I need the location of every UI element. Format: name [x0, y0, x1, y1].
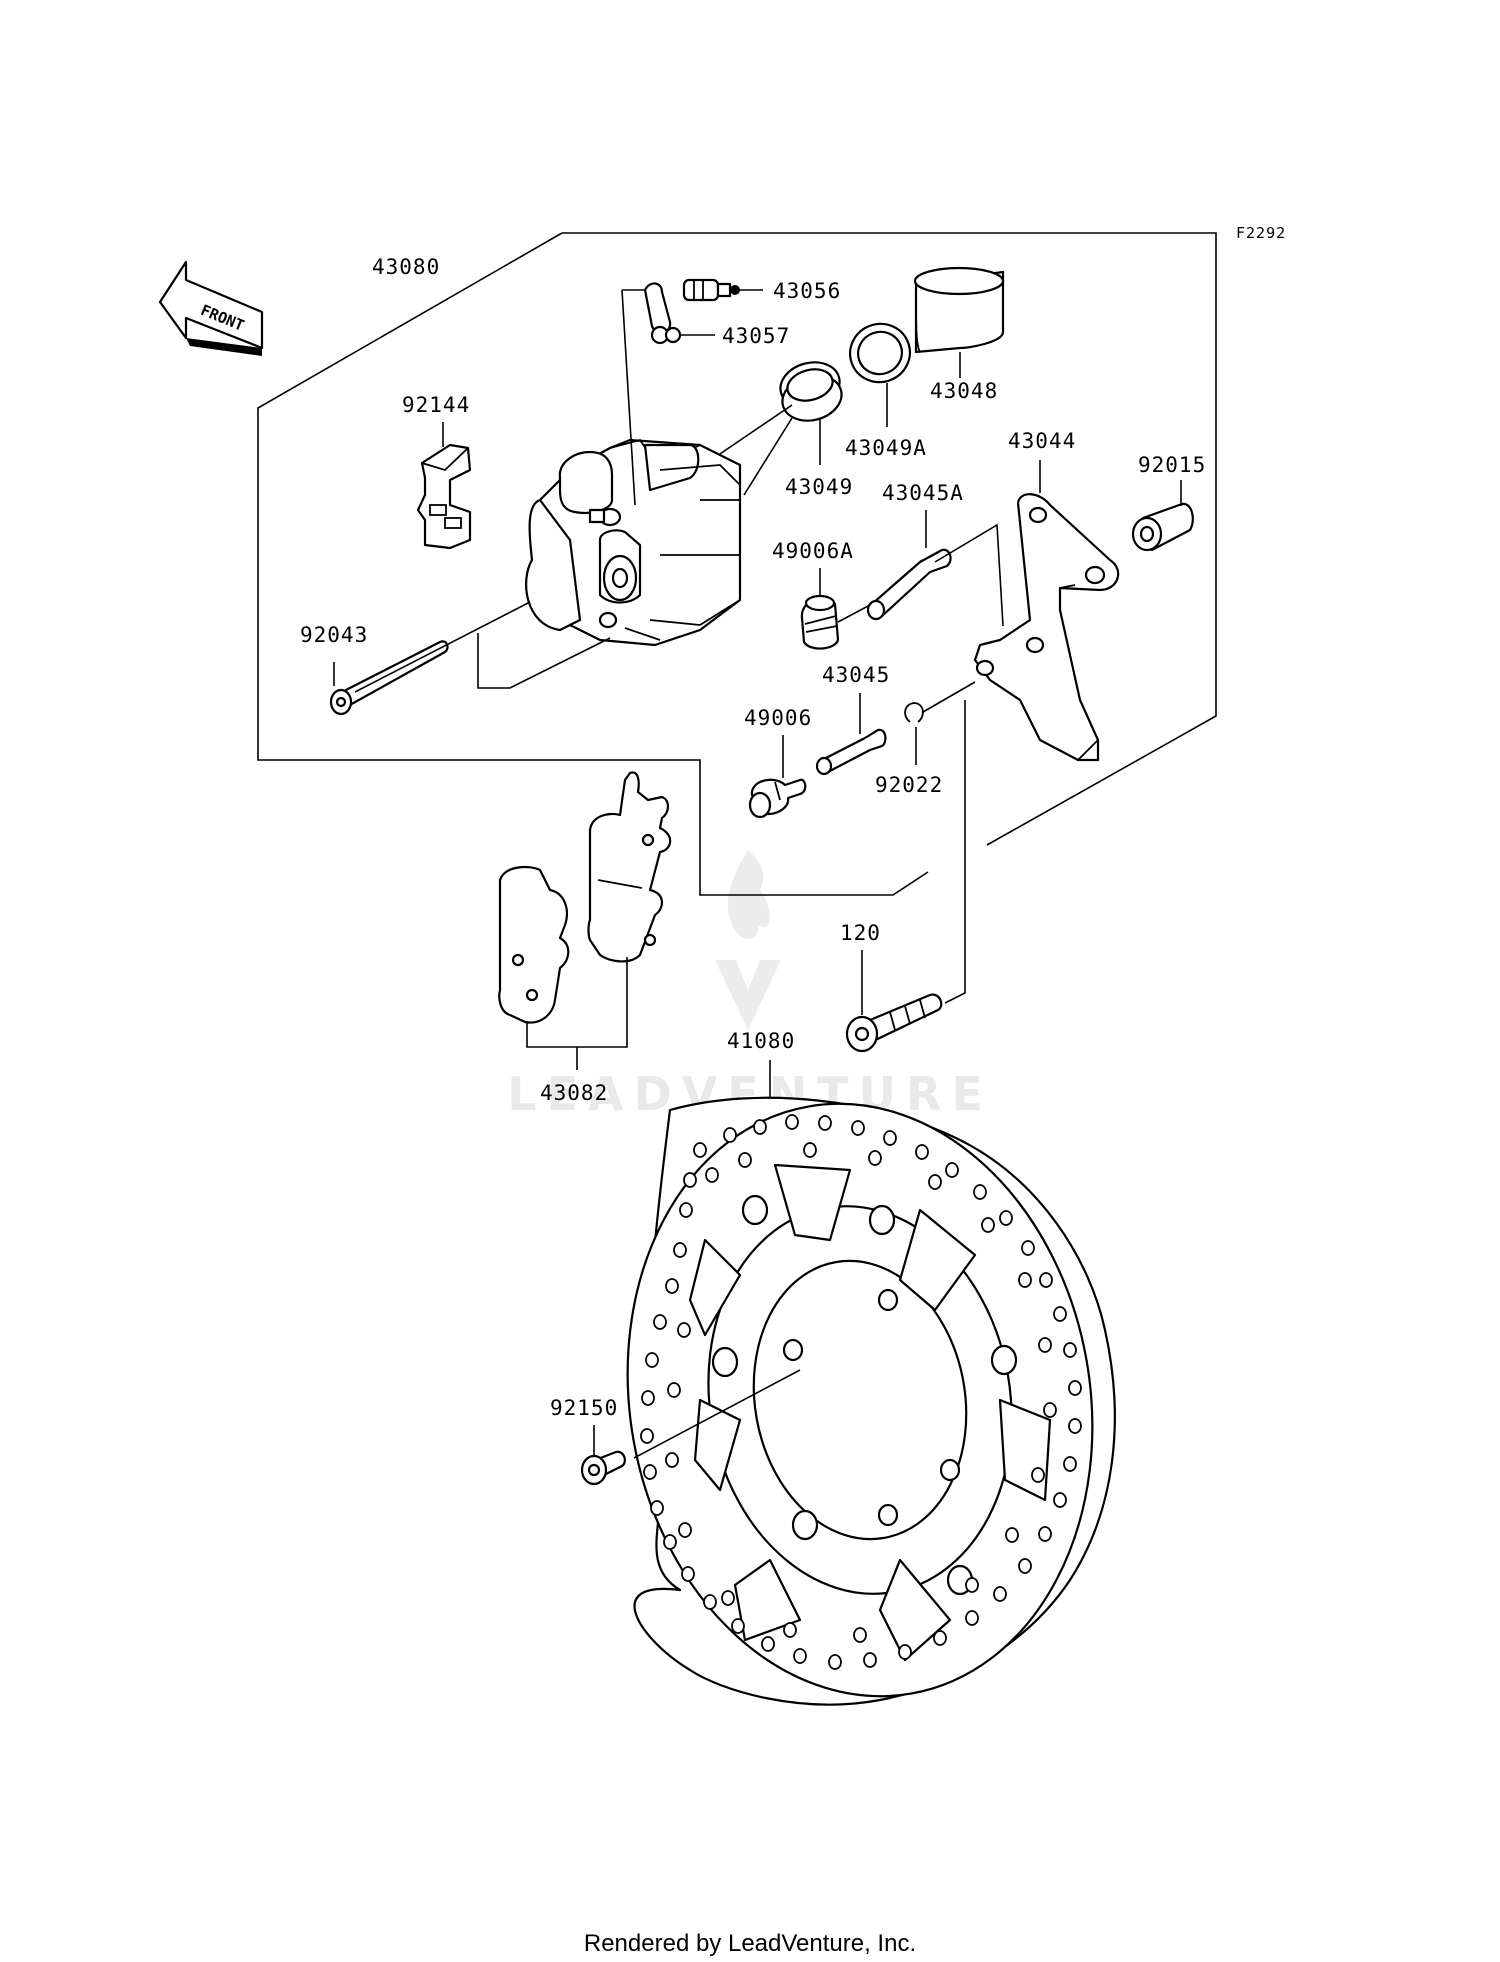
label-49006[interactable]: 49006 — [744, 706, 812, 730]
label-92043[interactable]: 92043 — [300, 623, 368, 647]
label-92150[interactable]: 92150 — [550, 1396, 618, 1420]
label-43044[interactable]: 43044 — [1008, 429, 1076, 453]
label-43048[interactable]: 43048 — [930, 379, 998, 403]
label-41080[interactable]: 41080 — [727, 1029, 795, 1053]
part-labels: 43080 43056 43057 43048 92144 43049A 430… — [300, 255, 1206, 1420]
collar-icon — [1131, 502, 1194, 552]
dust-seal-icon — [779, 361, 843, 422]
mounting-bolt-icon — [845, 993, 943, 1053]
label-120[interactable]: 120 — [840, 921, 881, 945]
label-49006A[interactable]: 49006A — [772, 539, 854, 563]
label-43056[interactable]: 43056 — [773, 279, 841, 303]
label-92022[interactable]: 92022 — [875, 773, 943, 797]
brake-disc-icon — [626, 1096, 1116, 1706]
caliper-body-icon — [525, 438, 742, 647]
pad-pin-icon — [329, 640, 449, 716]
slide-boot-icon — [748, 778, 807, 819]
circlip-icon — [904, 702, 924, 723]
diagram-code: F2292 — [1236, 224, 1286, 242]
label-43045A[interactable]: 43045A — [882, 481, 964, 505]
caliper-assembly-outline — [562, 232, 1217, 846]
bleeder-cap-icon — [643, 282, 682, 345]
front-arrow-icon: FRONT — [158, 260, 264, 356]
brake-pads-icon — [498, 771, 672, 1024]
disc-bolt-icon — [580, 1450, 626, 1486]
piston-icon — [913, 266, 1005, 354]
caliper-bracket-icon — [973, 493, 1120, 762]
label-92015[interactable]: 92015 — [1138, 453, 1206, 477]
slide-boot-a-icon — [800, 594, 840, 650]
label-43045[interactable]: 43045 — [822, 663, 890, 687]
slide-pin-icon — [815, 728, 887, 776]
label-92144[interactable]: 92144 — [402, 393, 470, 417]
pad-spring-icon — [416, 443, 472, 550]
label-43049[interactable]: 43049 — [785, 475, 853, 499]
label-43049A[interactable]: 43049A — [845, 436, 927, 460]
label-43082[interactable]: 43082 — [540, 1081, 608, 1105]
piston-seal-icon — [849, 322, 911, 384]
label-43057[interactable]: 43057 — [722, 324, 790, 348]
label-43080[interactable]: 43080 — [372, 255, 440, 279]
bleeder-valve-icon — [682, 278, 740, 302]
footer-credit: Rendered by LeadVenture, Inc. — [583, 1930, 917, 1957]
